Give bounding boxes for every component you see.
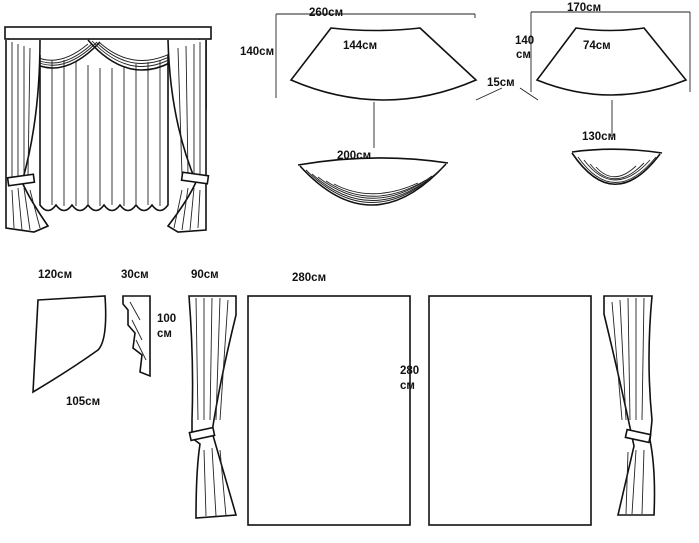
- label-swag-large-width: 260см: [309, 7, 343, 19]
- side-curtain-right: [166, 39, 210, 233]
- label-side-curtain-width: 90см: [191, 269, 219, 281]
- label-swag-small-folded: 130см: [582, 131, 616, 143]
- side-curtain-pattern-left: [188, 295, 238, 519]
- tail-pattern: [32, 295, 107, 394]
- label-swag-small-top: 74см: [583, 40, 611, 52]
- main-panel-right: [428, 295, 592, 526]
- label-swag-large-height: 140см: [240, 46, 274, 58]
- sheer-panel: [39, 55, 169, 212]
- swag-gap-indicator: [475, 87, 539, 101]
- label-swag-large-folded: 200см: [337, 150, 371, 162]
- label-swag-gap: 15см: [487, 77, 515, 89]
- jabot-pattern: [122, 295, 151, 378]
- tieback-left: [6, 173, 36, 187]
- label-swag-small-height-unit: см: [516, 49, 531, 61]
- label-swag-large-top: 144см: [343, 40, 377, 52]
- label-tail-top: 120см: [38, 269, 72, 281]
- label-panel-height-unit: см: [400, 380, 415, 392]
- tieback-right: [180, 171, 210, 185]
- label-jabot-height-unit: см: [157, 328, 172, 340]
- large-swag-pattern: [275, 13, 478, 206]
- label-jabot-width: 30см: [121, 269, 149, 281]
- label-swag-small-height-num: 140: [515, 35, 534, 47]
- tieback-pattern-right: [624, 428, 652, 444]
- tieback-pattern-left: [188, 426, 216, 442]
- side-curtain-left: [5, 39, 50, 233]
- small-swag-pattern: [530, 11, 691, 186]
- main-panel-left: [247, 295, 411, 526]
- main-panels: [247, 295, 592, 526]
- label-swag-small-width: 170см: [567, 2, 601, 14]
- label-panel-height-num: 280: [400, 365, 419, 377]
- label-panel-width: 280см: [292, 272, 326, 284]
- side-curtain-pattern-right: [603, 295, 656, 516]
- assembled-curtain-illustration: [4, 26, 212, 233]
- label-jabot-height-num: 100: [157, 313, 176, 325]
- label-tail-bottom: 105см: [66, 396, 100, 408]
